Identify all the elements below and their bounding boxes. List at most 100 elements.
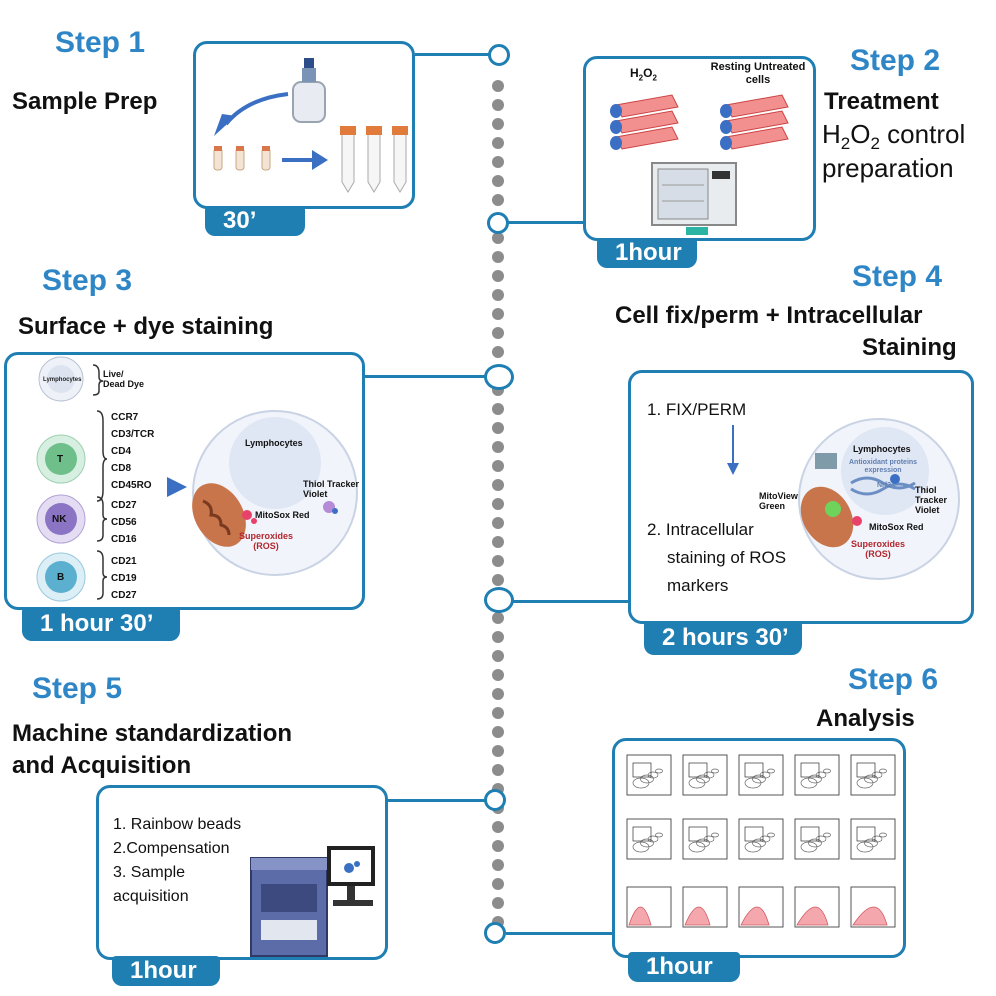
sample-prep-illustration — [213, 58, 408, 193]
timeline-dot — [492, 840, 504, 852]
step1-card — [193, 41, 415, 209]
step1-node — [488, 44, 510, 66]
intracellular-step-line1: 2. Intracellular — [647, 520, 754, 539]
step2-node — [487, 212, 509, 234]
timeline-dot — [492, 251, 504, 263]
mini-plot — [738, 818, 784, 860]
step2-subtitle: Treatment — [824, 88, 939, 115]
timeline-dot — [492, 707, 504, 719]
surface-staining-illustration — [36, 356, 358, 602]
big-cell-label: Lymphocytes — [245, 438, 303, 448]
nk-marker: CD27 — [111, 500, 137, 511]
mini-plot — [626, 886, 672, 928]
timeline-dot — [492, 612, 504, 624]
timeline-dot — [492, 80, 504, 92]
step4-superoxides-label: Superoxides(ROS) — [851, 539, 906, 559]
timeline-dot — [492, 308, 504, 320]
acq-item3: 3. Sample — [113, 864, 186, 881]
step5-node — [484, 789, 506, 811]
step2-title: Step 2 — [850, 44, 941, 77]
timeline-dot — [492, 460, 504, 472]
step3-subtitle: Surface + dye staining — [18, 313, 274, 340]
cytometer-illustration — [250, 846, 375, 957]
step1-title: Step 1 — [55, 26, 146, 59]
t-marker: CCR7 — [111, 412, 139, 423]
nrf2-label: Nrf2 — [877, 482, 892, 489]
mini-plot — [738, 754, 784, 796]
step3-title: Step 3 — [42, 264, 133, 297]
step1-subtitle: Sample Prep — [12, 88, 158, 115]
h2o2-label: H2O2 — [630, 66, 657, 83]
step6-connector — [506, 932, 614, 935]
mini-plot — [794, 818, 840, 860]
timeline-dot — [492, 688, 504, 700]
step5-subtitle-line2: and Acquisition — [12, 752, 192, 779]
timeline-dot — [492, 327, 504, 339]
step4-mitosox-label: MitoSox Red — [869, 522, 924, 532]
step5-connector — [388, 799, 488, 802]
timeline-dot — [492, 555, 504, 567]
mini-plot — [626, 754, 672, 796]
step6-card — [612, 738, 906, 958]
step1-connector — [415, 53, 493, 56]
mini-plot — [682, 886, 728, 928]
timeline-dot — [492, 859, 504, 871]
step2-duration: 1hour — [597, 238, 697, 268]
mini-plot — [682, 754, 728, 796]
timeline-dot — [492, 99, 504, 111]
nk-marker: CD16 — [111, 534, 137, 545]
timeline-dot — [492, 346, 504, 358]
timeline-dot — [492, 232, 504, 244]
step5-subtitle: Machine standardization — [12, 720, 293, 747]
intracellular-illustration — [727, 418, 960, 580]
step3-node — [484, 364, 514, 390]
step6-subtitle: Analysis — [816, 705, 915, 732]
acq-item3b: acquisition — [113, 888, 189, 905]
step2-connector — [506, 221, 585, 224]
nk-cell-label: NK — [52, 514, 67, 525]
timeline-dot — [492, 745, 504, 757]
timeline-dot — [492, 669, 504, 681]
superoxides-label: Superoxides(ROS) — [239, 531, 294, 551]
acq-item2: 2.Compensation — [113, 840, 230, 857]
mini-plot — [682, 818, 728, 860]
step3-connector — [365, 375, 487, 378]
step3-duration: 1 hour 30’ — [22, 607, 180, 641]
flow-analysis-plots — [626, 754, 896, 928]
mini-plot — [626, 818, 672, 860]
step4-connector — [512, 600, 630, 603]
timeline-dot — [492, 137, 504, 149]
nk-marker: CD56 — [111, 517, 137, 528]
mini-plot — [850, 886, 896, 928]
b-marker: CD27 — [111, 590, 137, 601]
timeline-dot — [492, 441, 504, 453]
timeline-dot — [492, 726, 504, 738]
timeline-dot — [492, 821, 504, 833]
step4-subtitle: Cell fix/perm + Intracellular — [615, 302, 923, 329]
b-cell-label: B — [57, 572, 65, 583]
step6-title: Step 6 — [848, 663, 939, 696]
timeline-dot — [492, 536, 504, 548]
step5-title: Step 5 — [32, 672, 123, 705]
live-dead-label: Live/Dead Dye — [103, 369, 145, 389]
step4-node — [484, 587, 514, 613]
step5-card: 1. Rainbow beads 2.Compensation 3. Sampl… — [96, 785, 388, 960]
step4-title: Step 4 — [852, 260, 943, 293]
timeline-dot — [492, 878, 504, 890]
mini-plot — [850, 754, 896, 796]
t-marker: CD3/TCR — [111, 429, 155, 440]
mini-plot — [738, 886, 784, 928]
timeline-dot — [492, 498, 504, 510]
timeline-dot — [492, 118, 504, 130]
timeline-dot — [492, 517, 504, 529]
intracellular-step-line2: staining of ROS — [667, 548, 787, 567]
step1-duration: 30’ — [205, 206, 305, 236]
step6-node — [484, 922, 506, 944]
